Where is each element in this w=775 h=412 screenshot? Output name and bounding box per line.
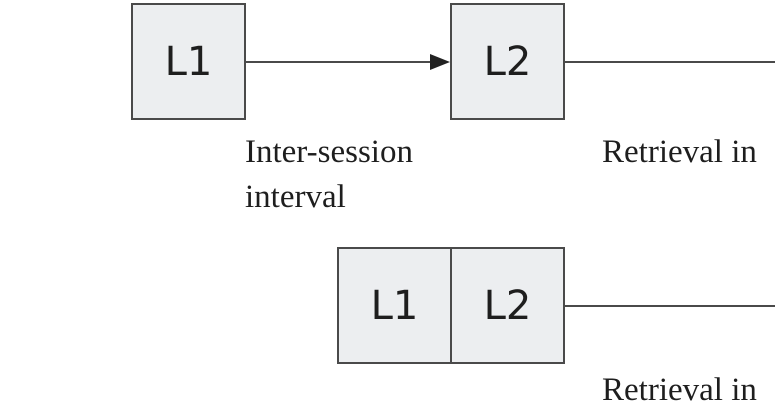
bottom-l1-box: L1 [337,247,452,364]
top-l1-label: L1 [164,38,213,85]
top-arrowhead-icon [430,54,450,70]
inter-session-label-line1: Inter-session [245,134,413,170]
top-l2-box: L2 [450,3,565,120]
bottom-l1-label: L1 [370,282,419,329]
bottom-retrieval-label: Retrieval in [602,372,757,408]
top-l1-box: L1 [131,3,246,120]
inter-session-label-line2: interval [245,179,346,215]
bottom-l2-label: L2 [483,282,532,329]
bottom-l2-box: L2 [450,247,565,364]
top-l2-label: L2 [483,38,532,85]
top-connector-line [246,61,434,63]
bottom-retrieval-line [565,305,775,307]
top-retrieval-line [565,61,775,63]
top-retrieval-label: Retrieval in [602,134,757,170]
